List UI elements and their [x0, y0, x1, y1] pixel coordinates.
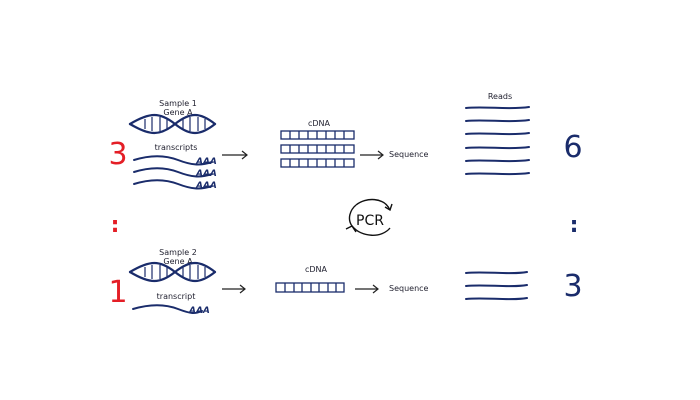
sample1-count: 3 — [108, 137, 127, 172]
arrow-cdna-to-sequence-1 — [360, 150, 384, 160]
sample2-polya-1: AAA — [188, 306, 210, 316]
sample2-count: 1 — [108, 275, 127, 310]
reads-label: Reads — [488, 92, 512, 101]
cdna-ladder-sample2 — [275, 282, 345, 293]
sample2-transcript — [132, 304, 203, 315]
reads-sample1 — [465, 106, 530, 176]
sample2-title: Sample 2 — [159, 248, 197, 257]
pcr-label: PCR — [356, 213, 384, 229]
ratio-colon-right: : — [570, 213, 579, 238]
sample2-reads-count: 3 — [563, 269, 582, 304]
cdna-ladder-sample1 — [280, 130, 355, 168]
sample1-transcripts-label: transcripts — [155, 143, 198, 152]
sample1-transcripts — [133, 155, 213, 190]
sample2-sequence-label: Sequence — [389, 284, 429, 293]
sample1-sequence-label: Sequence — [389, 150, 429, 159]
arrow-cdna-to-sequence-2 — [355, 284, 379, 294]
reads-sample2 — [465, 271, 528, 301]
sample1-title: Sample 1 — [159, 99, 197, 108]
pcr-cycle-icon — [345, 198, 393, 236]
sample2-gene: Gene A — [163, 257, 193, 266]
sample1-polya-1: AAA — [195, 157, 217, 167]
sample1-cdna-label: cDNA — [308, 119, 331, 128]
sample2-cdna-label: cDNA — [305, 265, 328, 274]
sample1-polya-3: AAA — [195, 181, 217, 191]
arrow-transcripts-to-cdna-1 — [222, 150, 248, 160]
arrow-transcripts-to-cdna-2 — [222, 284, 246, 294]
dna-helix-sample2 — [128, 261, 217, 283]
sample1-reads-count: 6 — [563, 130, 582, 165]
ratio-colon-left: : — [111, 213, 120, 238]
sample2-transcripts-label: transcript — [157, 292, 196, 301]
sample1-gene: Gene A — [163, 108, 193, 117]
sample1-polya-2: AAA — [195, 169, 217, 179]
dna-helix-sample1 — [128, 113, 217, 135]
